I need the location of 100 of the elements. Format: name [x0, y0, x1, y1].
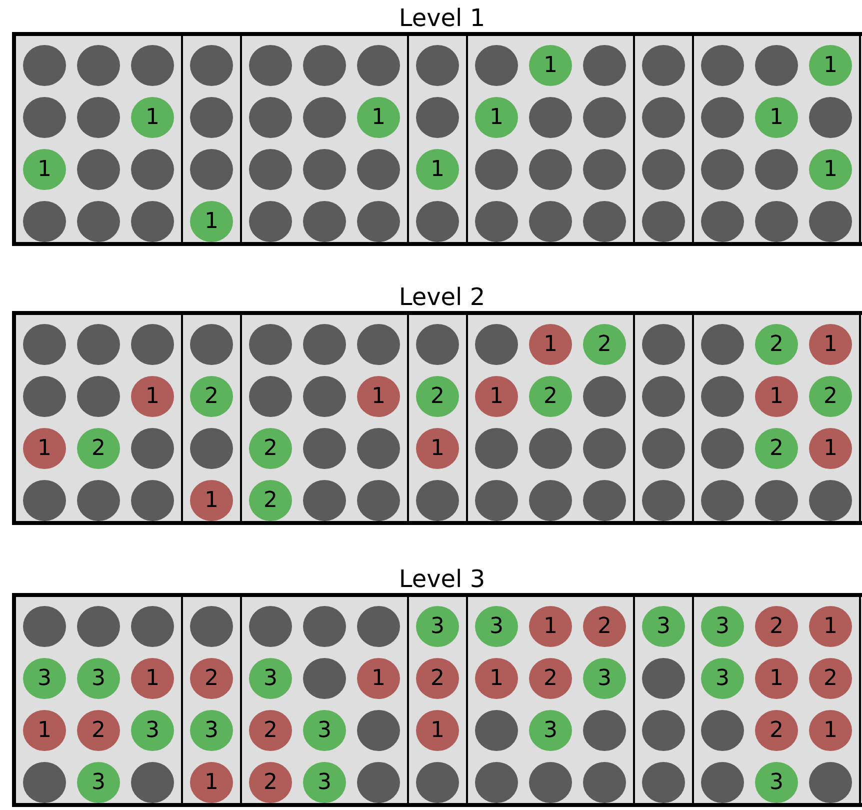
number-token: 1 [809, 710, 852, 751]
token-circle [357, 45, 400, 86]
token-circle [249, 324, 292, 365]
token-circle [809, 480, 852, 521]
token-circle [77, 45, 120, 86]
number-token: 3 [416, 606, 459, 647]
token-circle [77, 606, 120, 647]
token-circle [642, 97, 685, 138]
token-circle [642, 428, 685, 469]
token-circle [190, 97, 233, 138]
token-circle [131, 324, 174, 365]
number-token: 1 [809, 428, 852, 469]
token-circle [529, 762, 572, 803]
token-circle [701, 480, 744, 521]
token-circle [249, 606, 292, 647]
token-circle [529, 480, 572, 521]
token-circle [416, 762, 459, 803]
token-circle [475, 428, 518, 469]
number-token: 2 [77, 710, 120, 751]
number-token: 1 [809, 149, 852, 190]
token-circle [190, 606, 233, 647]
token-circle [416, 324, 459, 365]
number-token: 1 [190, 201, 233, 242]
token-circle [642, 480, 685, 521]
token-circle [642, 201, 685, 242]
token-circle [357, 710, 400, 751]
number-token: 2 [416, 376, 459, 417]
number-token: 3 [23, 658, 66, 699]
number-token: 1 [475, 376, 518, 417]
token-circle [190, 324, 233, 365]
number-token: 3 [755, 762, 798, 803]
token-circle [23, 762, 66, 803]
token-circle [642, 710, 685, 751]
token-circle [701, 201, 744, 242]
token-circle [23, 201, 66, 242]
token-circle [77, 324, 120, 365]
number-token: 2 [249, 710, 292, 751]
number-token: 1 [190, 762, 233, 803]
token-circle [23, 324, 66, 365]
token-circle [642, 149, 685, 190]
number-token: 2 [755, 428, 798, 469]
token-circle [475, 201, 518, 242]
token-circle [357, 606, 400, 647]
number-token: 1 [809, 324, 852, 365]
token-circle [642, 45, 685, 86]
number-token: 2 [583, 606, 626, 647]
number-token: 3 [475, 606, 518, 647]
number-token: 1 [23, 428, 66, 469]
number-token: 2 [529, 376, 572, 417]
token-circle [131, 606, 174, 647]
token-circle [357, 428, 400, 469]
number-token: 3 [303, 762, 346, 803]
number-token: 1 [357, 658, 400, 699]
token-circle [357, 201, 400, 242]
number-token: 2 [529, 658, 572, 699]
token-circle [755, 45, 798, 86]
token-circle [303, 149, 346, 190]
token-circle [529, 428, 572, 469]
number-token: 2 [249, 428, 292, 469]
token-circle [475, 480, 518, 521]
token-circle [416, 480, 459, 521]
token-circle [583, 480, 626, 521]
number-token: 1 [357, 376, 400, 417]
token-circle [701, 762, 744, 803]
token-circle [303, 658, 346, 699]
token-circle [583, 97, 626, 138]
token-circle [475, 710, 518, 751]
token-circle [701, 45, 744, 86]
number-token: 1 [23, 710, 66, 751]
number-token: 1 [357, 97, 400, 138]
token-circle [701, 710, 744, 751]
number-token: 3 [190, 710, 233, 751]
number-token: 1 [23, 149, 66, 190]
token-circle [416, 97, 459, 138]
token-circle [303, 324, 346, 365]
token-circle [642, 324, 685, 365]
number-token: 1 [131, 658, 174, 699]
token-circle [249, 376, 292, 417]
token-circle [190, 45, 233, 86]
token-circle [131, 762, 174, 803]
token-circle [77, 376, 120, 417]
token-circle [249, 149, 292, 190]
number-token: 3 [131, 710, 174, 751]
token-circle [701, 97, 744, 138]
token-circle [701, 149, 744, 190]
panel-title: Level 2 [398, 283, 486, 311]
number-token: 1 [416, 428, 459, 469]
number-token: 2 [190, 658, 233, 699]
number-token: 3 [77, 762, 120, 803]
token-circle [701, 324, 744, 365]
panel-title: Level 1 [398, 4, 486, 32]
token-circle [809, 762, 852, 803]
token-circle [809, 201, 852, 242]
token-circle [23, 45, 66, 86]
token-circle [583, 710, 626, 751]
token-circle [357, 324, 400, 365]
token-circle [77, 149, 120, 190]
number-token: 1 [475, 658, 518, 699]
token-circle [357, 480, 400, 521]
number-token: 2 [190, 376, 233, 417]
